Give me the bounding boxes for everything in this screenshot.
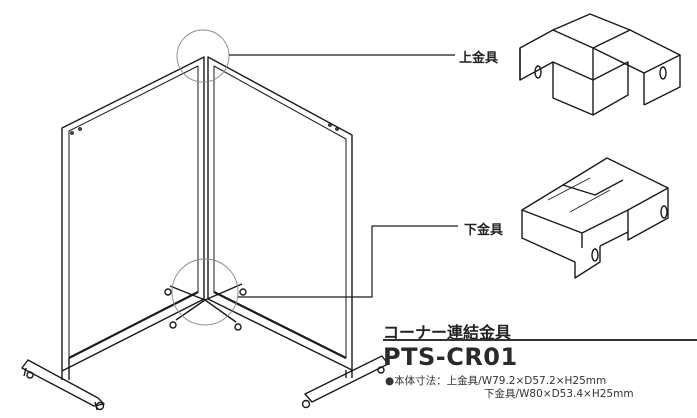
- spec-block: ●本体寸法：上金具/W79.2×D57.2×H25mm 下金具/W80×D53.…: [385, 375, 634, 401]
- title-divider: [383, 339, 697, 341]
- model-code: PTS-CR01: [383, 343, 518, 371]
- product-name: コーナー連結金具: [383, 323, 512, 342]
- spec-line-lower: 下金具/W80×D53.4×H25mm: [484, 388, 634, 400]
- upper-fitting-drawing: [519, 13, 681, 116]
- lower-fitting-label: 下金具: [464, 223, 504, 238]
- partition-drawing: [21, 29, 458, 411]
- upper-fitting-label: 上金具: [459, 51, 499, 66]
- spec-line-upper: ●本体寸法：上金具/W79.2×D57.2×H25mm: [385, 375, 607, 387]
- lower-fitting-drawing: [521, 157, 669, 279]
